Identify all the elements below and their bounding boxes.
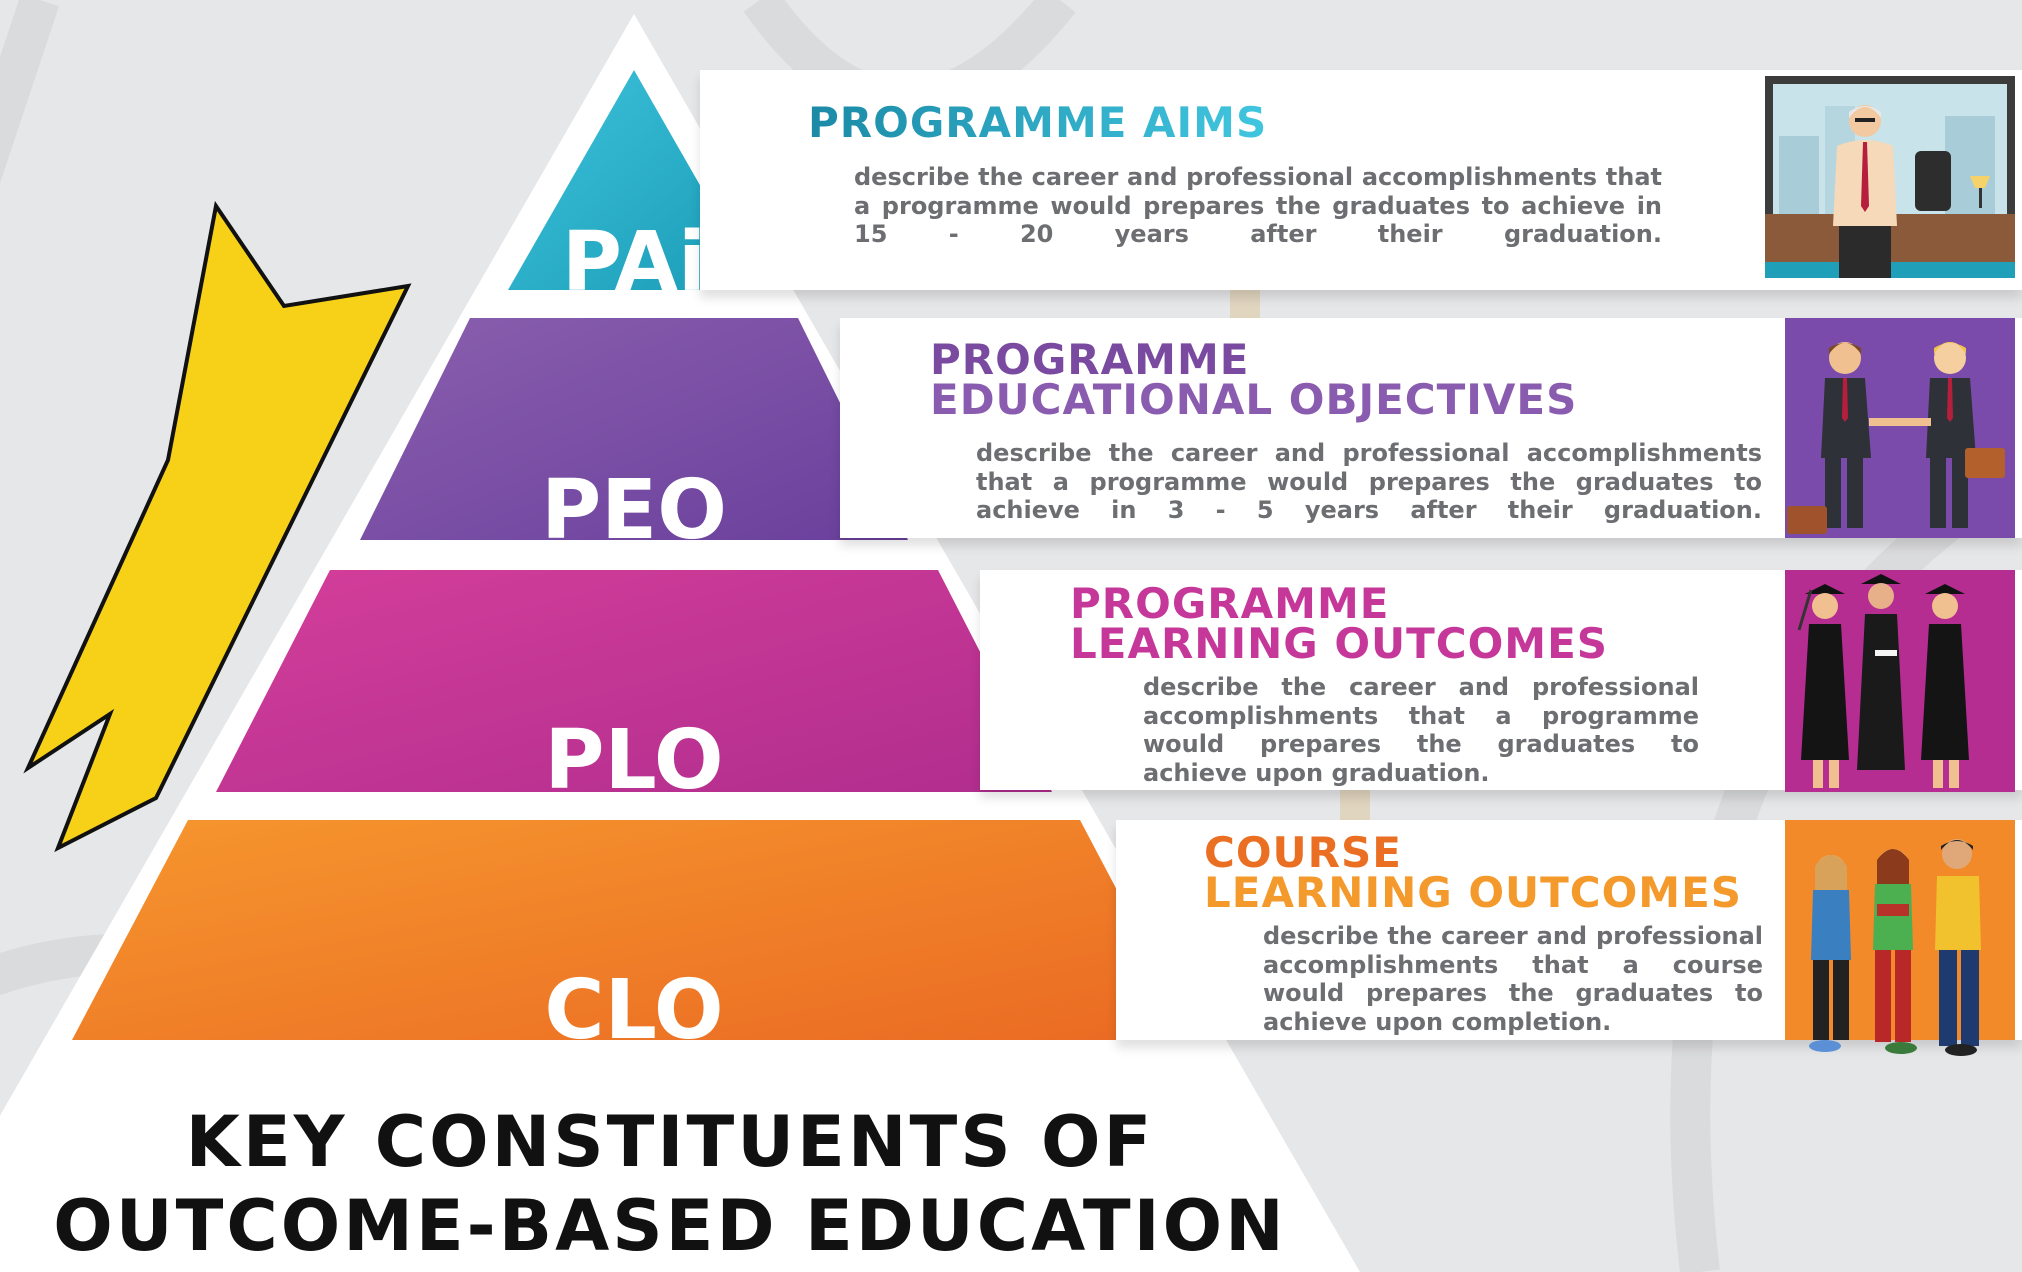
- main-title-line2: OUTCOME-BASED EDUCATION: [53, 1185, 1287, 1267]
- peo-title-line1: PROGRAMME: [930, 335, 1250, 384]
- programme-aims-title-text: PROGRAMME AIMS: [808, 98, 1268, 147]
- clo-title-line2: LEARNING OUTCOMES: [1204, 868, 1743, 917]
- plo-title-line1: PROGRAMME: [1070, 579, 1390, 628]
- graduates-illustration: [1785, 570, 2015, 792]
- peo-description: describe the career and professional acc…: [976, 439, 1762, 524]
- tier-peo-shape: [360, 318, 908, 540]
- tier-clo-shape: [72, 820, 1196, 1040]
- students-illustration: [1785, 820, 2015, 1058]
- peo-title-line2: EDUCATIONAL OBJECTIVES: [930, 375, 1578, 424]
- programme-aims-title: PROGRAMME AIMS: [808, 102, 1267, 144]
- plo-description: describe the career and professional acc…: [1143, 673, 1699, 787]
- main-title: KEY CONSTITUENTS OF OUTCOME-BASED EDUCAT…: [0, 1100, 1340, 1268]
- tier-plo-label: PLO: [544, 713, 724, 808]
- handshake-illustration: [1785, 318, 2015, 538]
- programme-aims-description: describe the career and professional acc…: [854, 163, 1662, 248]
- tier-pai-shape: [508, 70, 760, 290]
- clo-description: describe the career and professional acc…: [1263, 922, 1763, 1036]
- tier-clo-label: CLO: [544, 963, 724, 1058]
- plo-title-line2: LEARNING OUTCOMES: [1070, 619, 1609, 668]
- tier-peo-label: PEO: [541, 463, 727, 558]
- office-manager-illustration: [1765, 76, 2015, 278]
- background-accents: [1230, 290, 1370, 820]
- tier-pai-label: PAi: [561, 215, 707, 310]
- down-arrow: [23, 200, 412, 853]
- main-title-line1: KEY CONSTITUENTS OF: [185, 1101, 1155, 1183]
- clo-title-line1: COURSE: [1204, 828, 1402, 877]
- tier-plo-shape: [216, 570, 1052, 792]
